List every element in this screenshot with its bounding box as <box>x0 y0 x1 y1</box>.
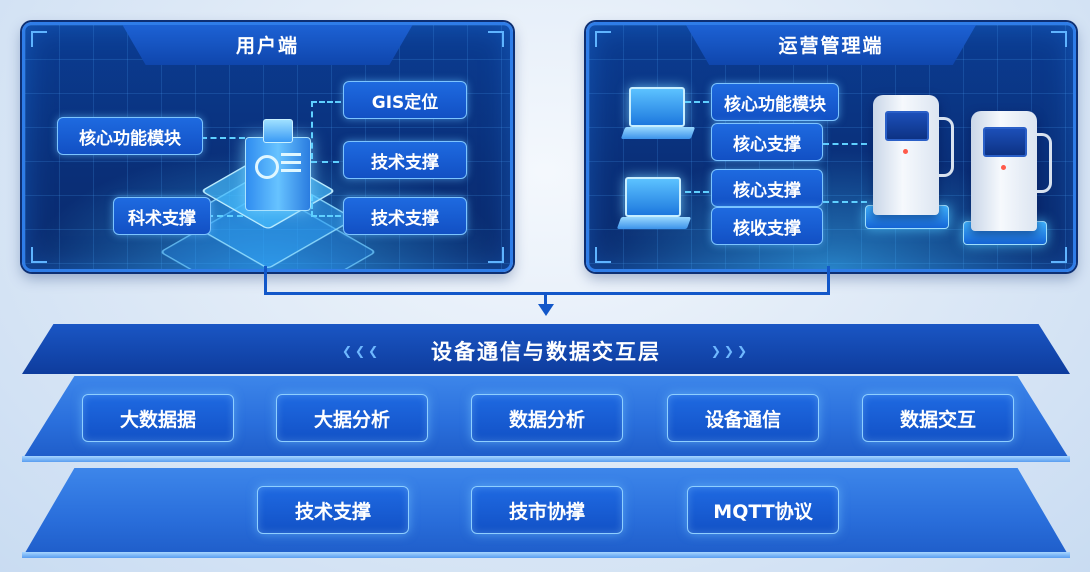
corner-bracket <box>595 31 611 47</box>
user-panel: 用户端 GIS定位 核心功能模块 技术支撑 科术支撑 技术支撑 <box>22 22 513 272</box>
corner-bracket <box>31 247 47 263</box>
connector-line <box>311 101 341 159</box>
layer-item-big-data[interactable]: 大数据据 <box>82 394 234 442</box>
ops-panel: 运营管理端 核心功能模块 核心支撑 核心支撑 核收支撑 <box>586 22 1076 272</box>
connector-line <box>823 143 867 145</box>
corner-bracket <box>1051 31 1067 47</box>
chevron-left-icon: ❮❮❮ <box>342 344 382 358</box>
module-gis-location[interactable]: GIS定位 <box>343 81 467 119</box>
layer-item-device-communication[interactable]: 设备通信 <box>667 394 819 442</box>
module-sci-support[interactable]: 科术支撑 <box>113 197 211 235</box>
chevron-right-icon: ❯❯❯ <box>710 344 750 358</box>
module-core-receive-support[interactable]: 核收支撑 <box>711 207 823 245</box>
user-panel-title: 用户端 <box>235 35 299 57</box>
layer-item-data-exchange[interactable]: 数据交互 <box>862 394 1014 442</box>
connector-line <box>207 215 243 217</box>
server-platform-icon <box>25 25 510 269</box>
connector-line <box>311 161 339 163</box>
corner-bracket <box>488 247 504 263</box>
corner-bracket <box>488 31 504 47</box>
charging-station-icon <box>859 85 959 255</box>
module-core-support-2[interactable]: 核心支撑 <box>711 169 823 207</box>
corner-bracket <box>31 31 47 47</box>
module-tech-support-2[interactable]: 技术支撑 <box>343 197 467 235</box>
laptop-icon <box>617 87 697 157</box>
link-line-horizontal <box>264 292 830 295</box>
link-line-center <box>544 292 547 306</box>
layer-item-data-analysis-2[interactable]: 数据分析 <box>471 394 623 442</box>
connector-line <box>823 201 867 203</box>
connector-line <box>201 137 245 139</box>
link-line-left <box>264 266 267 294</box>
charging-station-icon <box>957 93 1057 263</box>
connector-line <box>311 195 341 217</box>
arrow-down-icon <box>538 304 554 316</box>
corner-bracket <box>1051 247 1067 263</box>
layer-edge <box>22 456 1070 462</box>
layer-item-mqtt-protocol[interactable]: MQTT协议 <box>687 486 839 534</box>
layer-item-tech-support-2[interactable]: 技市协撑 <box>471 486 623 534</box>
link-line-right <box>827 266 830 294</box>
connector-line <box>685 191 709 193</box>
communication-layer-title: 设备通信与数据交互层 <box>431 340 661 364</box>
communication-layer-header: ❮❮❮ 设备通信与数据交互层 ❯❯❯ <box>22 324 1070 374</box>
module-core-support[interactable]: 核心支撑 <box>711 123 823 161</box>
layer-item-tech-support[interactable]: 技术支撑 <box>257 486 409 534</box>
layer-edge <box>22 552 1070 558</box>
layer-item-data-analysis[interactable]: 大据分析 <box>276 394 428 442</box>
module-core-function[interactable]: 核心功能模块 <box>711 83 839 121</box>
laptop-icon <box>613 177 693 247</box>
module-core-function[interactable]: 核心功能模块 <box>57 117 203 155</box>
corner-bracket <box>595 247 611 263</box>
ops-panel-title: 运营管理端 <box>778 35 884 57</box>
connector-line <box>685 101 709 103</box>
panel-title-bar <box>122 25 413 65</box>
panel-title-bar <box>686 25 976 65</box>
module-tech-support[interactable]: 技术支撑 <box>343 141 467 179</box>
